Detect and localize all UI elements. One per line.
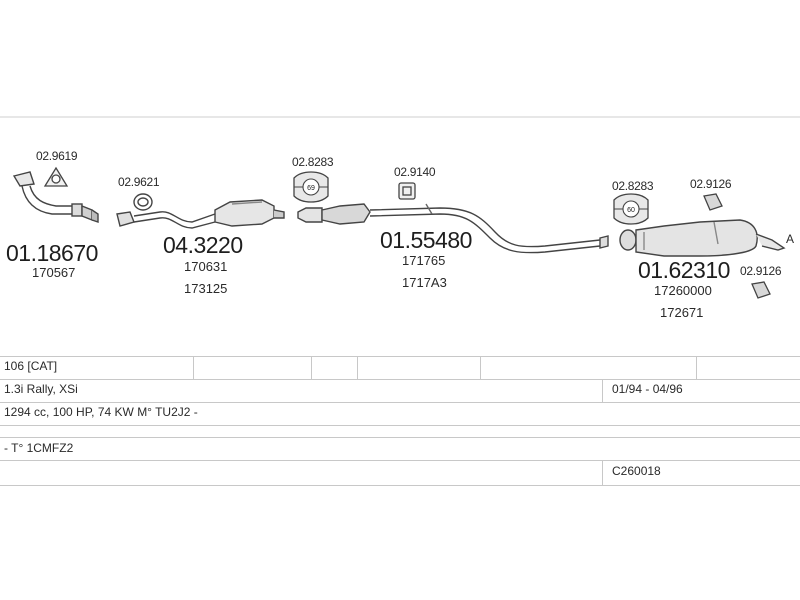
fitting-label-f2: 02.9621 <box>118 175 160 189</box>
fitting-label-f4: 02.9140 <box>394 165 436 179</box>
fitting-label-f6: 02.9126 <box>690 177 732 191</box>
clamp-icon: 60 <box>613 193 649 225</box>
ring-gasket-icon <box>133 193 153 211</box>
part-code-4: 01.62310 <box>638 257 730 283</box>
reference-cell: C260018 <box>612 464 661 478</box>
part-ref-2a: 170631 <box>184 259 228 274</box>
part-ref-4a: 17260000 <box>654 283 712 298</box>
rear-silencer-part <box>619 219 786 257</box>
gasket-icon <box>43 166 69 187</box>
part-ref-1a: 170567 <box>32 265 76 280</box>
fitting-label-f7: 02.9126 <box>740 264 782 278</box>
fitting-label-f5: 02.8283 <box>612 179 654 193</box>
model-cell: 106 [CAT] <box>4 359 58 373</box>
part-code-2: 04.3220 <box>163 232 243 258</box>
period-cell: 01/94 - 04/96 <box>612 382 683 396</box>
front-pipe-part <box>12 171 99 223</box>
fitting-label-f1: 02.9619 <box>36 149 78 163</box>
engine-cell: 1294 cc, 100 HP, 74 KW M° TU2J2 - <box>4 405 198 419</box>
clamp-icon: 69 <box>293 171 329 203</box>
part-ref-3a: 171765 <box>402 253 446 268</box>
part-ref-2b: 173125 <box>184 281 228 296</box>
rubber-mount-icon <box>751 281 771 299</box>
part-code-3: 01.55480 <box>380 227 472 253</box>
catalytic-converter-part <box>116 199 285 229</box>
part-ref-3b: 1717A3 <box>402 275 447 290</box>
type-cell: - T° 1CMFZ2 <box>4 441 74 455</box>
clamp-badge-1: 69 <box>307 185 315 192</box>
rubber-hanger-icon <box>398 182 416 200</box>
part-code-1: 01.18670 <box>6 240 98 266</box>
middle-silencer-part <box>297 203 609 254</box>
fitting-label-f3: 02.8283 <box>292 155 334 169</box>
variant-cell: 1.3i Rally, XSi <box>4 382 78 396</box>
rubber-mount-icon <box>703 193 723 211</box>
end-marker: A <box>786 232 794 246</box>
clamp-badge-2: 60 <box>627 207 635 214</box>
part-ref-4b: 172671 <box>660 305 704 320</box>
